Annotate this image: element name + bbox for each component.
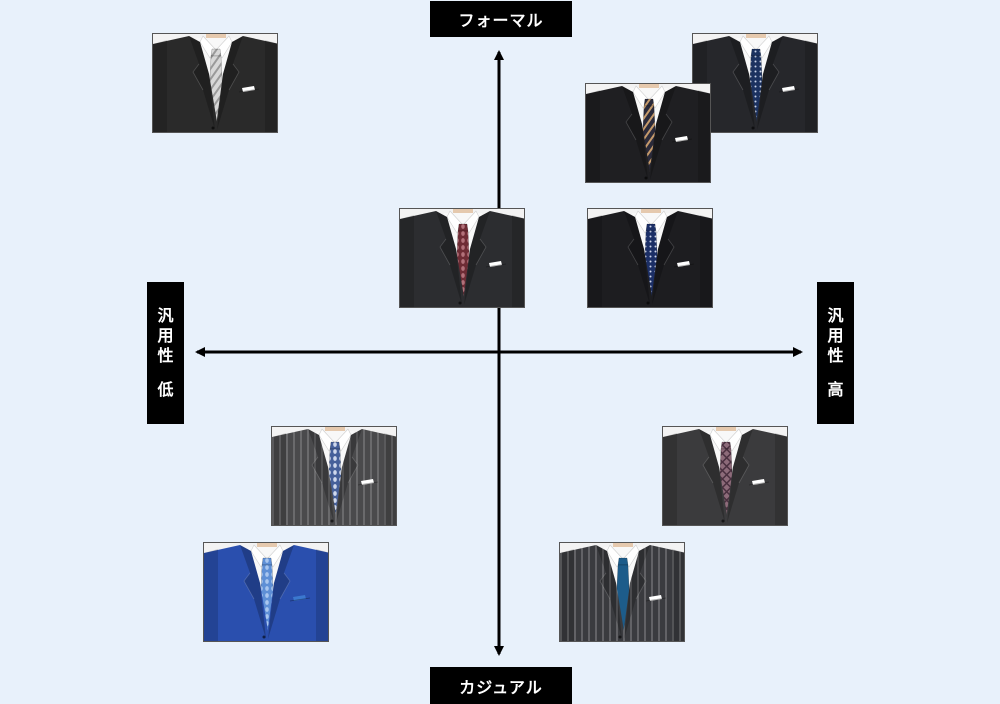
suit-image <box>399 208 525 308</box>
axis-label-versatility-low: 汎 用 性 低 <box>147 282 184 424</box>
axis-label-char: 汎 <box>157 306 174 325</box>
suit-image <box>271 426 397 526</box>
suit-image <box>585 83 711 183</box>
suit-image <box>152 33 278 133</box>
suit-image <box>203 542 329 642</box>
axis-label-char: 汎 <box>827 306 844 325</box>
axis-label-char: 性 <box>157 346 174 365</box>
axis-label-versatility-high: 汎 用 性 高 <box>817 282 854 424</box>
suit-image <box>559 542 685 642</box>
axis-label-casual: カジュアル <box>430 667 572 704</box>
axis-label-char: 高 <box>827 380 844 399</box>
axis-label-char: 性 <box>827 346 844 365</box>
axis-label-char: 用 <box>157 326 174 345</box>
suit-image <box>692 33 818 133</box>
axis-label-char: 用 <box>827 326 844 345</box>
suit-image <box>662 426 788 526</box>
suit-image <box>587 208 713 308</box>
axis-label-char: 低 <box>157 380 174 399</box>
axis-label-formal: フォーマル <box>430 1 572 37</box>
